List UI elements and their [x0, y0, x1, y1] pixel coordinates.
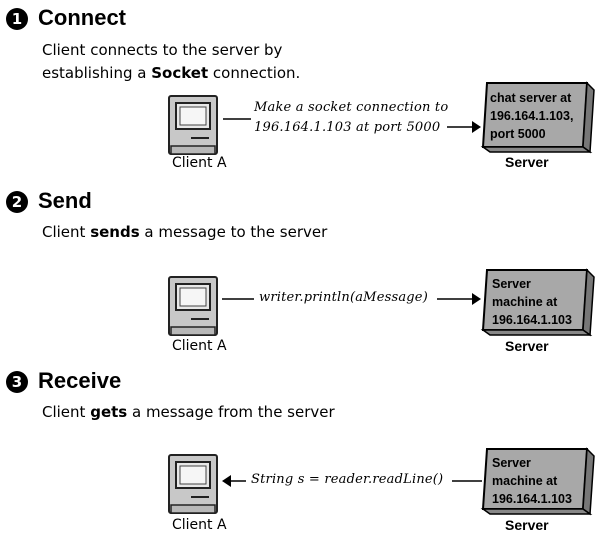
step-3-computer-icon	[168, 454, 218, 514]
step-3-annotation: String s = reader.readLine()	[251, 472, 444, 487]
step-2-annotation: writer.println(aMessage)	[259, 290, 428, 305]
step-3-title: Receive	[38, 368, 122, 393]
step-1-server-box	[480, 81, 595, 154]
step-1-annotation-line1: Make a socket connection to	[254, 100, 449, 115]
step-1-annotation-line2: 196.164.1.103 at port 5000	[254, 120, 441, 135]
step-3-server-line1: Server	[492, 456, 531, 470]
step-1-desc-post: connection.	[208, 64, 301, 82]
step-1-title: Connect	[38, 5, 126, 30]
step-3-server-line2: machine at	[492, 474, 558, 488]
step-2-desc-post: a message to the server	[139, 223, 328, 241]
step-3-description: Client gets a message from the server	[42, 401, 335, 423]
step-1-description-line2: establishing a Socket connection.	[42, 62, 300, 84]
step-3-number: 3	[6, 371, 28, 393]
step-3-client-label: Client A	[172, 517, 227, 533]
step-1-computer-icon	[168, 95, 218, 155]
step-2-server-box	[480, 268, 595, 337]
step-1-server-line1: chat server at	[490, 91, 572, 105]
step-3-server-line3: 196.164.1.103	[492, 492, 572, 506]
step-2-number: 2	[6, 191, 28, 213]
step-2-arrow-right-icon	[437, 293, 481, 305]
step-2-desc-pre: Client	[42, 223, 91, 241]
step-3-desc-pre: Client	[42, 403, 91, 421]
step-1-desc-pre: establishing a	[42, 64, 152, 82]
step-3-server-label: Server	[505, 517, 549, 533]
step-3-arrow-left-icon	[222, 475, 246, 487]
step-1-description-line1: Client connects to the server by	[42, 41, 283, 59]
step-2-desc-bold: sends	[90, 223, 140, 241]
step-3-desc-post: a message from the server	[127, 403, 335, 421]
step-2-title: Send	[38, 188, 92, 213]
step-2-client-label: Client A	[172, 338, 227, 354]
step-2-server-label: Server	[505, 338, 549, 354]
step-1-server-line2: 196.164.1.103,	[490, 109, 574, 123]
step-2-server-line1: Server	[492, 277, 531, 291]
step-1-number: 1	[6, 8, 28, 30]
step-1-client-label: Client A	[172, 155, 227, 171]
step-1-desc-bold: Socket	[151, 64, 209, 82]
step-2-server-line2: machine at	[492, 295, 558, 309]
step-2-computer-icon	[168, 276, 218, 336]
step-3-server-box	[480, 447, 595, 516]
step-2-server-line3: 196.164.1.103	[492, 313, 572, 327]
step-1-arrow-right-icon	[447, 121, 481, 133]
step-1-server-label: Server	[505, 154, 549, 170]
step-1-server-line3: port 5000	[490, 127, 546, 141]
step-2-description: Client sends a message to the server	[42, 221, 327, 243]
step-3-desc-bold: gets	[90, 403, 128, 421]
